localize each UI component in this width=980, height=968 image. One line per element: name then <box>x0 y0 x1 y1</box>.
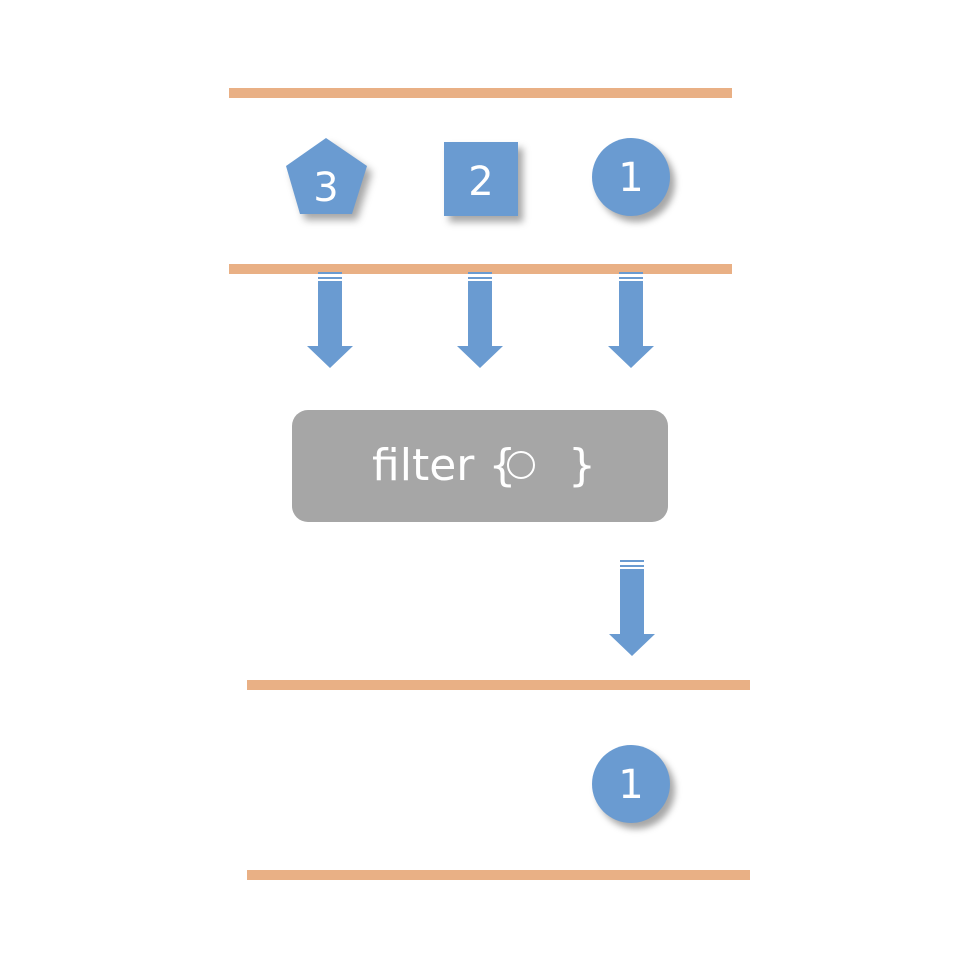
output-stream-bottom-rail <box>247 870 750 880</box>
input-stream-top-rail <box>229 88 732 98</box>
down-arrow-icon <box>609 560 655 656</box>
down-arrow-icon <box>307 272 353 368</box>
circle-outline-icon <box>507 451 535 479</box>
input-item-square-label: 2 <box>468 159 494 205</box>
input-item-circle <box>592 138 670 216</box>
output-item-circle-label: 1 <box>618 762 644 808</box>
input-stream-bottom-rail <box>229 264 732 274</box>
input-item-circle-label: 1 <box>618 155 644 201</box>
input-item-square <box>444 142 518 216</box>
down-arrow-icon <box>608 272 654 368</box>
filter-closing-brace: } <box>568 440 596 491</box>
filter-operator-box <box>292 410 668 522</box>
down-arrow-icon <box>457 272 503 368</box>
filter-keyword: filter { <box>372 440 517 491</box>
output-item-circle <box>592 745 670 823</box>
pentagon-shape <box>286 138 367 214</box>
input-item-pentagon-label: 3 <box>313 165 339 211</box>
output-stream-top-rail <box>247 680 750 690</box>
input-item-pentagon <box>286 138 370 218</box>
